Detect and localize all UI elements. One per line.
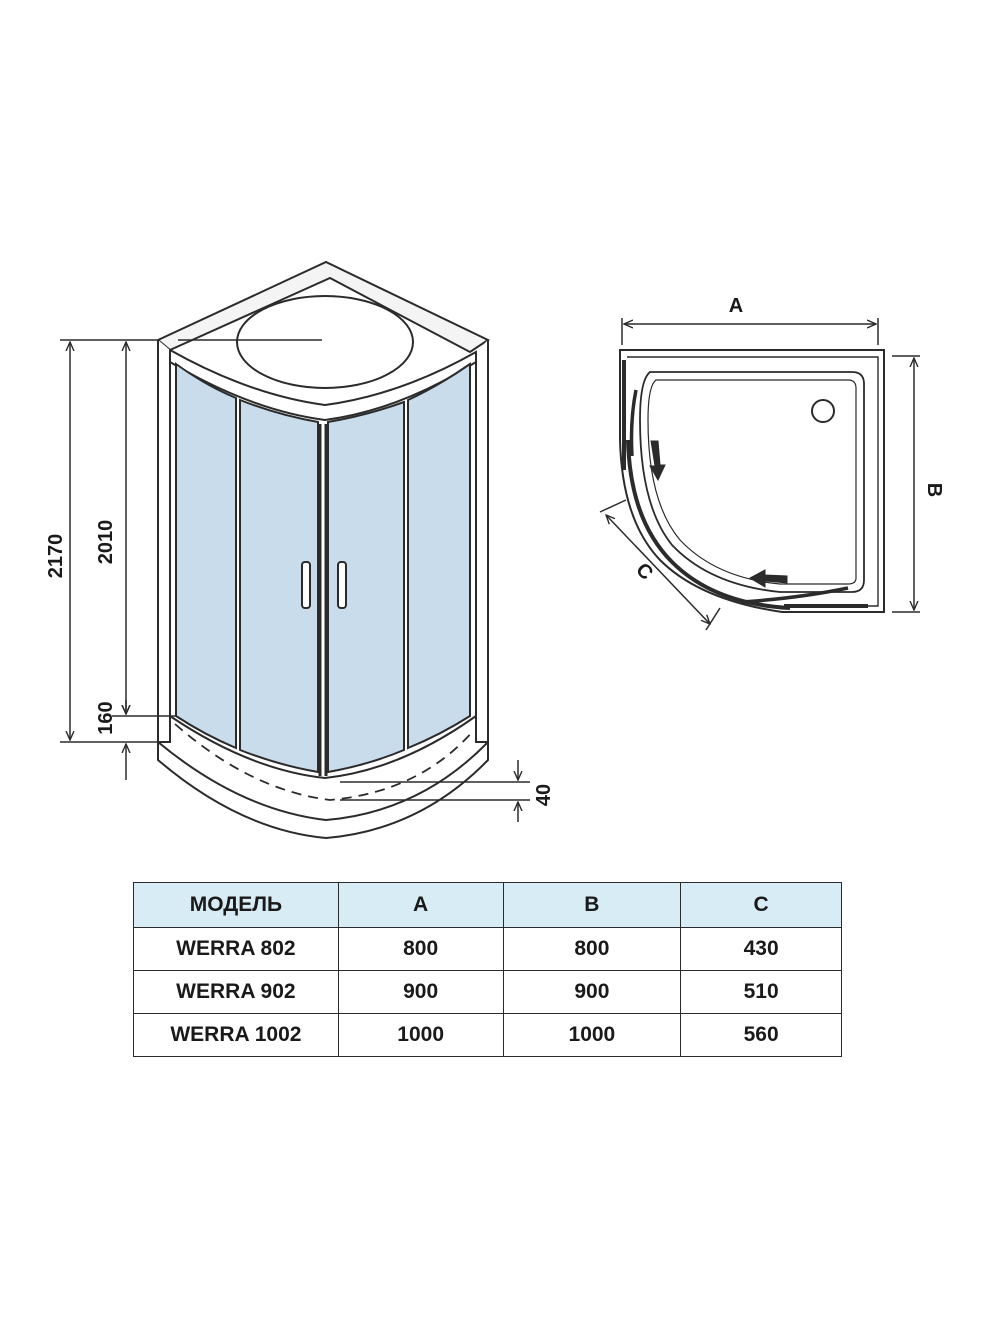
dim-2170-label: 2170 [45,534,67,579]
cell-b: 1000 [502,1013,682,1057]
top-view [619,349,885,613]
top-dimensions [599,318,920,631]
shower-tray [157,739,489,840]
bottom-rail [169,715,477,780]
top-rail [169,348,477,422]
technical-drawing: 2170 2010 160 40 A B C [45,260,945,840]
tray-dashed [174,723,475,801]
dim-a-label: A [729,295,743,317]
cell-c: 560 [680,1013,842,1057]
cell-a: 900 [337,970,504,1014]
slide-arrows [649,440,788,588]
roof-oval [236,295,414,389]
cell-a: 800 [337,927,504,971]
cell-model: WERRA 802 [133,927,339,971]
arrow-down-icon [649,440,666,482]
handle-left [301,561,311,609]
front-dimensions [60,339,530,822]
cell-b: 800 [502,927,682,971]
dim-b-label: B [923,483,945,497]
header-model: МОДЕЛЬ [133,882,339,928]
header-c: C [680,882,842,928]
cell-a: 1000 [337,1013,504,1057]
dim-40-label: 40 [533,784,555,806]
dim-160-label: 160 [95,701,117,734]
dim-2010-label: 2010 [95,520,117,565]
basin [639,371,865,593]
spec-table: МОДЕЛЬ A B C WERRA 802 800 800 430 WERRA… [133,882,842,1057]
header-a: A [337,882,504,928]
glass-panel-4 [407,362,471,750]
dim-c-label: C [631,559,657,585]
cell-b: 900 [502,970,682,1014]
table-row: WERRA 802 800 800 430 [133,927,842,971]
handle-right [337,561,347,609]
glass-panel-3 [327,400,405,774]
cell-model: WERRA 1002 [133,1013,339,1057]
arrow-left-icon [748,569,788,588]
glass-panel-2 [239,398,319,774]
header-b: B [502,882,682,928]
dim-c-line [606,515,710,624]
table-row: WERRA 1002 1000 1000 560 [133,1013,842,1057]
table-row: WERRA 902 900 900 510 [133,970,842,1014]
cell-model: WERRA 902 [133,970,339,1014]
cell-c: 430 [680,927,842,971]
drain-icon [811,399,835,423]
cell-c: 510 [680,970,842,1014]
left-post [157,340,171,743]
right-post [475,340,489,743]
front-view [156,260,491,840]
table-header-row: МОДЕЛЬ A B C [133,882,842,928]
tray-outline [619,349,885,613]
glass-panel-1 [175,362,237,750]
